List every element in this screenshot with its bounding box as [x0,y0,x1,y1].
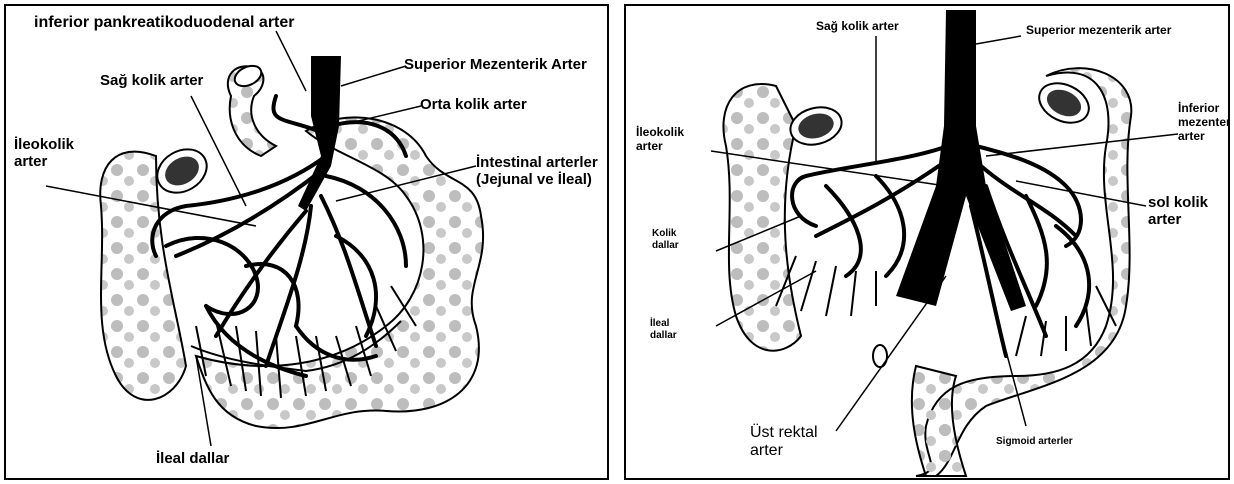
ima-illustration [626,6,1230,480]
sma-illustration [6,6,609,480]
ima-diagram-panel: Sağ kolik arter Superior mezenterik arte… [624,4,1230,480]
label-ileocolic-artery: İleokolik arter [14,136,74,171]
arcade-vessels [776,256,1116,356]
label-ileal-branches: İleal dallar [650,318,677,341]
aorta [896,10,1026,311]
label-ileal-branches: İleal dallar [156,450,229,467]
label-superior-mesenteric-artery: Superior mezenterik arter [1026,24,1171,38]
label-right-colic-artery: Sağ kolik arter [816,20,899,34]
label-colic-branches: Kolik dallar [652,228,679,251]
label-ileocolic-artery: İleokolik arter [636,126,684,154]
label-superior-rectal-artery: Üst rektal arter [750,424,818,461]
label-superior-mesenteric-artery: Superior Mezenterik Arter [404,56,587,73]
label-left-colic-artery: sol kolik arter [1148,194,1208,229]
label-right-colic-artery: Sağ kolik arter [100,72,203,89]
label-sigmoid-arteries: Sigmoid arterler [996,436,1073,448]
label-inferior-pancreaticoduodenal-artery: inferior pankreatikoduodenal arter [34,14,295,32]
sma-diagram-panel: inferior pankreatikoduodenal arter Super… [4,4,609,480]
sma-trunk [298,56,341,211]
label-middle-colic-artery: Orta kolik arter [420,96,527,113]
label-intestinal-arteries: İntestinal arterler (Jejunal ve İleal) [476,154,598,189]
label-inferior-mesenteric-artery: İnferior mezenterik arter [1178,102,1230,143]
